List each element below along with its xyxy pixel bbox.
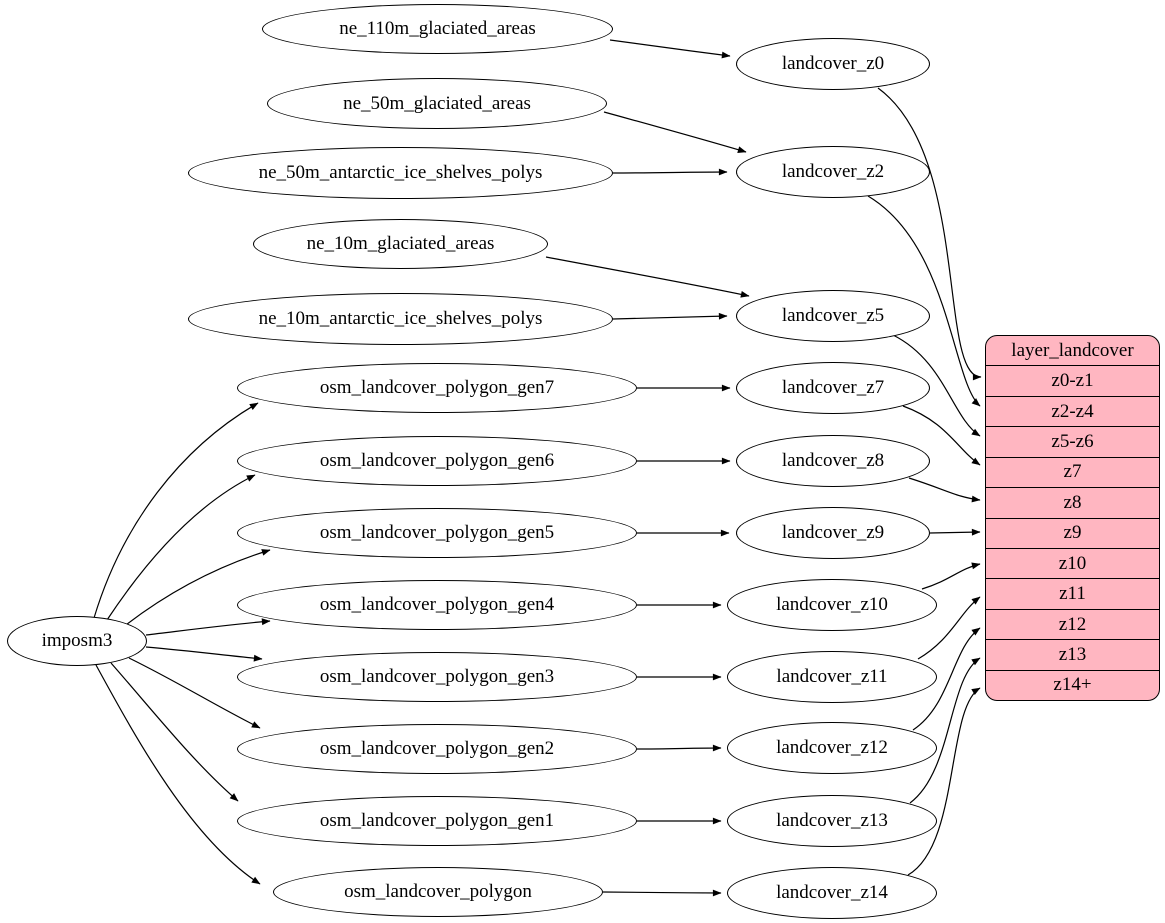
node-label: ne_110m_glaciated_areas [339, 18, 536, 39]
table-row-z7: z7 [986, 456, 1159, 487]
node-label: imposm3 [41, 630, 113, 651]
node-label: landcover_z7 [781, 377, 885, 398]
node-landcover-z7: landcover_z7 [736, 362, 930, 414]
table-row-z10: z10 [986, 547, 1159, 578]
edge-imposm3-to-osm_landcover_polygon [95, 664, 261, 885]
table-row-z8: z8 [986, 487, 1159, 517]
node-label: landcover_z8 [781, 450, 885, 471]
table-row-z12: z12 [986, 608, 1159, 639]
node-osm-landcover-polygon-gen5: osm_landcover_polygon_gen5 [237, 508, 637, 558]
node-label: landcover_z11 [776, 666, 888, 687]
node-layer-landcover-table: layer_landcover z0-z1 z2-z4 z5-z6 z7 z8 … [985, 335, 1160, 701]
edge-imposm3-to-gen4 [145, 618, 271, 636]
edge-landcover_z2-to-row-z2-z4 [867, 195, 981, 407]
node-osm-landcover-polygon-gen7: osm_landcover_polygon_gen7 [237, 363, 637, 413]
edge-ne_50m_antarctic_ice_shelves_polys-to-landcover_z2 [612, 168, 728, 176]
node-landcover-z0: landcover_z0 [736, 38, 930, 90]
node-label: landcover_z9 [781, 522, 885, 543]
table-row-z9: z9 [986, 517, 1159, 548]
edge-ne_50m_glaciated_areas-to-landcover_z2 [603, 111, 747, 153]
edge-landcover_z5-to-row-z5-z6 [892, 334, 981, 437]
node-label: osm_landcover_polygon_gen3 [319, 666, 555, 687]
node-landcover-z12: landcover_z12 [727, 722, 937, 774]
node-landcover-z14: landcover_z14 [727, 867, 937, 919]
table-header: layer_landcover [1011, 339, 1134, 361]
edge-ne_10m_glaciated_areas-to-landcover_z5 [545, 256, 750, 298]
node-landcover-z13: landcover_z13 [727, 795, 937, 847]
edge-gen2-to-landcover_z12 [636, 744, 722, 752]
node-label: osm_landcover_polygon_gen1 [319, 810, 555, 831]
edge-imposm3-to-gen2 [128, 657, 261, 729]
node-landcover-z2: landcover_z2 [736, 146, 930, 198]
node-osm-landcover-polygon-gen1: osm_landcover_polygon_gen1 [237, 796, 637, 846]
node-ne-50m-glaciated-areas: ne_50m_glaciated_areas [267, 78, 607, 129]
node-landcover-z8: landcover_z8 [736, 435, 930, 487]
node-label: ne_10m_antarctic_ice_shelves_polys [258, 308, 543, 329]
edge-imposm3-to-gen3 [145, 646, 263, 662]
node-osm-landcover-polygon-gen2: osm_landcover_polygon_gen2 [237, 724, 637, 774]
node-osm-landcover-polygon-gen3: osm_landcover_polygon_gen3 [237, 652, 637, 702]
table-row-z2-z4: z2-z4 [986, 395, 1159, 426]
node-osm-landcover-polygon-gen6: osm_landcover_polygon_gen6 [237, 436, 637, 486]
node-label: osm_landcover_polygon_gen2 [319, 738, 555, 759]
node-label: ne_50m_antarctic_ice_shelves_polys [258, 162, 543, 183]
edge-osm_landcover_polygon-to-landcover_z14 [602, 889, 722, 897]
node-label: landcover_z13 [776, 810, 888, 831]
node-ne-10m-glaciated-areas: ne_10m_glaciated_areas [253, 219, 548, 269]
edge-landcover_z10-to-row-z10 [921, 562, 981, 590]
node-ne-10m-antarctic-ice-shelves-polys: ne_10m_antarctic_ice_shelves_polys [188, 293, 613, 345]
table-row-z5-z6: z5-z6 [986, 426, 1159, 456]
node-label: osm_landcover_polygon_gen4 [319, 594, 555, 615]
node-label: landcover_z12 [776, 737, 888, 758]
node-landcover-z11: landcover_z11 [727, 651, 937, 703]
edge-imposm3-to-gen5 [121, 549, 271, 629]
edge-ne_110m_glaciated_areas-to-landcover_z0 [609, 39, 731, 59]
edge-imposm3-to-gen1 [110, 662, 239, 802]
node-ne-50m-antarctic-ice-shelves-polys: ne_50m_antarctic_ice_shelves_polys [188, 147, 613, 199]
node-label: osm_landcover_polygon [344, 881, 532, 902]
node-landcover-z5: landcover_z5 [736, 290, 930, 342]
edge-landcover_z0-to-row-z0-z1 [877, 87, 982, 381]
table-row-z11: z11 [986, 578, 1159, 608]
edge-ne_10m_antarctic_ice_shelves_polys-to-landcover_z5 [612, 312, 728, 320]
node-osm-landcover-polygon: osm_landcover_polygon [273, 867, 603, 917]
edge-landcover_z9-to-row-z9 [929, 528, 981, 536]
edge-landcover_z7-to-row-z7 [902, 405, 981, 466]
node-label: landcover_z14 [776, 882, 888, 903]
node-ne-110m-glaciated-areas: ne_110m_glaciated_areas [262, 4, 613, 54]
node-label: landcover_z2 [781, 161, 885, 182]
table-row-z14plus: z14+ [986, 669, 1159, 700]
edge-imposm3-to-gen7 [93, 402, 259, 619]
edge-landcover_z11-to-row-z11 [917, 596, 981, 660]
node-label: landcover_z10 [776, 594, 888, 615]
node-label: osm_landcover_polygon_gen7 [319, 377, 555, 398]
node-osm-landcover-polygon-gen4: osm_landcover_polygon_gen4 [237, 580, 637, 630]
node-label: ne_10m_glaciated_areas [306, 233, 495, 254]
node-label: landcover_z0 [781, 53, 885, 74]
node-label: osm_landcover_polygon_gen5 [319, 522, 555, 543]
node-landcover-z10: landcover_z10 [727, 579, 937, 631]
node-label: landcover_z5 [781, 305, 885, 326]
table-row-z13: z13 [986, 639, 1159, 669]
table-row-z0-z1: z0-z1 [986, 365, 1159, 395]
node-landcover-z9: landcover_z9 [736, 507, 930, 559]
edge-landcover_z12-to-row-z12 [912, 627, 981, 731]
edge-landcover_z13-to-row-z13 [909, 657, 981, 804]
edge-imposm3-to-gen6 [106, 474, 256, 621]
node-label: osm_landcover_polygon_gen6 [319, 450, 555, 471]
node-label: ne_50m_glaciated_areas [343, 92, 531, 114]
edge-landcover_z14-to-row-z14plus [907, 687, 981, 876]
edge-landcover_z8-to-row-z8 [908, 477, 981, 503]
node-imposm3: imposm3 [7, 616, 147, 666]
